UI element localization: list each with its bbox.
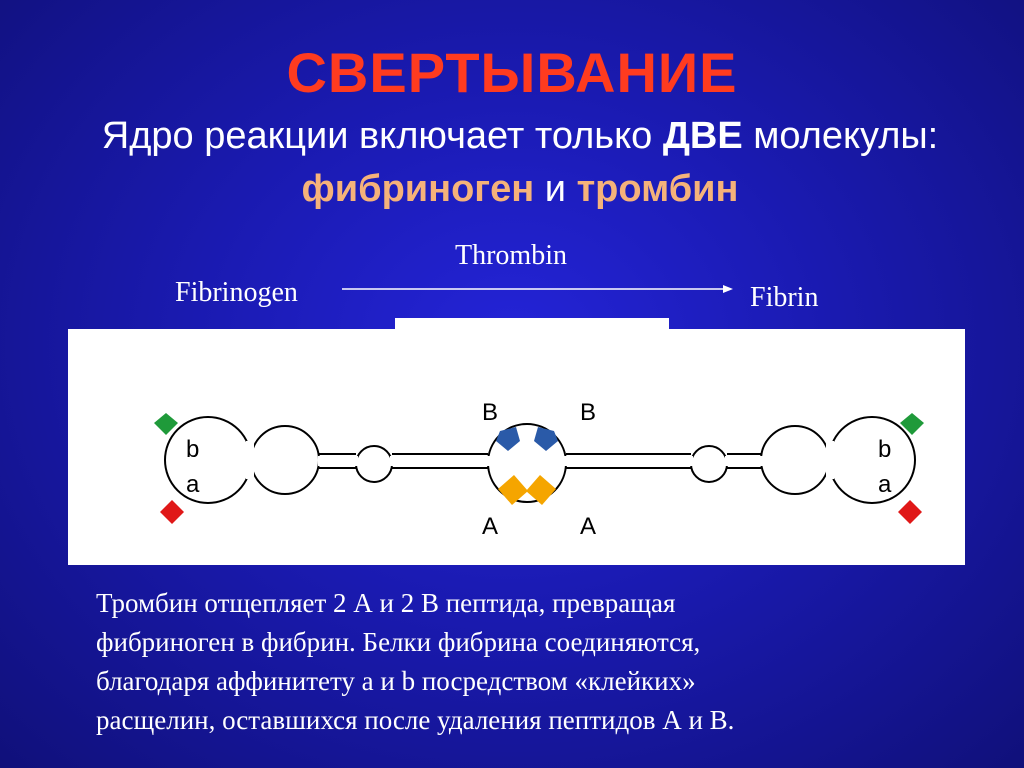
fibrinogen-diagram-panel: B B A A b a b a <box>68 329 965 565</box>
left-coiled-coil <box>319 453 488 469</box>
fibrinopeptide-a-left <box>498 475 528 505</box>
fibrinopeptide-b-right <box>534 427 558 451</box>
description-text: Тромбин отщепляет 2 А и 2 В пептида, пре… <box>96 584 996 740</box>
knob-b-right-icon <box>900 413 924 435</box>
description-line: расщелин, оставшихся после удаления пепт… <box>96 705 735 735</box>
fibrinogen-molecule-diagram: B B A A b a b a <box>154 399 924 540</box>
diagram-panel-tab <box>395 318 669 332</box>
right-coiled-coil <box>566 453 761 469</box>
molecule-thrombin: тромбин <box>576 168 739 210</box>
label-site-b-left: b <box>186 436 199 463</box>
knob-a-left-icon <box>160 500 184 524</box>
molecules-line: фибриноген и тромбин <box>0 168 1024 211</box>
molecule-fibrinogen: фибриноген <box>301 168 535 210</box>
label-peptide-b-right: B <box>580 399 596 426</box>
left-linker-node <box>355 445 393 483</box>
reaction-enzyme-label: Thrombin <box>455 240 567 271</box>
right-linker-node <box>690 445 728 483</box>
label-peptide-a-left: A <box>482 513 498 540</box>
description-line: благодаря аффинитету a и b посредством «… <box>96 666 696 696</box>
right-d-domain-inner <box>760 425 830 495</box>
left-d-domain-outer <box>164 416 252 504</box>
reaction-substrate-label: Fibrinogen <box>175 277 298 308</box>
label-site-b-right: b <box>878 436 891 463</box>
label-peptide-b-left: B <box>482 399 498 426</box>
label-site-a-left: a <box>186 471 200 498</box>
fibrinopeptide-b-left <box>496 427 520 451</box>
description-line: Тромбин отщепляет 2 А и 2 В пептида, пре… <box>96 588 676 618</box>
subtitle-part2: молекулы: <box>742 115 939 157</box>
reaction-arrow <box>342 285 733 293</box>
subtitle-part1: Ядро реакции включает только <box>101 115 663 157</box>
right-d-domain-outer <box>828 416 916 504</box>
left-d-domain-inner <box>250 425 320 495</box>
knob-a-right-icon <box>898 500 922 524</box>
slide-subtitle: Ядро реакции включает только ДВЕ молекул… <box>0 115 1024 158</box>
label-site-a-right: a <box>878 471 892 498</box>
fibrinopeptide-a-right <box>526 475 556 505</box>
label-peptide-a-right: A <box>580 513 596 540</box>
molecules-conj: и <box>534 168 577 210</box>
knob-b-left-icon <box>154 413 178 435</box>
slide-title: СВЕРТЫВАНИЕ <box>286 41 738 104</box>
description-line: фибриноген в фибрин. Белки фибрина соеди… <box>96 627 701 657</box>
subtitle-emphasis: ДВЕ <box>662 115 743 157</box>
reaction-product-label: Fibrin <box>750 282 819 313</box>
